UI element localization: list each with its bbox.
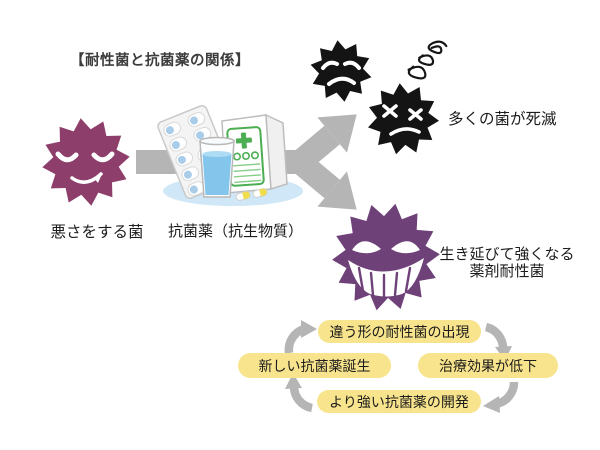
resistant-label-line2: 薬剤耐性菌 [469,263,545,280]
x-eyes-germ-icon [368,83,439,155]
capsule-icon [235,191,251,201]
resistant-bacteria-label: 生き延びて強くなる 薬剤耐性菌 [430,246,584,280]
bad-bacteria-label: 悪さをする菌 [50,224,144,241]
cycle-step-less-effective: 治療効果が低下 [418,353,558,378]
resistant-label-line1: 生き延びて強くなる [439,246,575,263]
medicine-set-icon [157,105,303,206]
distressed-germ-icon [310,40,372,102]
sleepy-germ-icon [42,118,130,206]
diagram-title: 【耐性菌と抗菌薬の関係】 [70,53,250,69]
capsule-icon [252,188,268,198]
water-glass-icon [199,136,235,198]
cycle-step-stronger-drug: より強い抗菌薬の開発 [317,390,481,413]
antibiotic-label: 抗菌薬（抗生物質） [168,223,304,240]
killed-bacteria-label: 多くの菌が死滅 [448,111,557,128]
green-cross-icon [235,132,253,149]
grinning-germ-icon [332,203,440,311]
cycle-step-new-drug: 新しい抗菌薬誕生 [238,353,391,378]
cycle-step-new-resistant: 違う形の耐性菌の出現 [318,320,481,343]
circular-arrows-icon [284,320,519,413]
dizzy-swirl-icon [407,40,448,80]
